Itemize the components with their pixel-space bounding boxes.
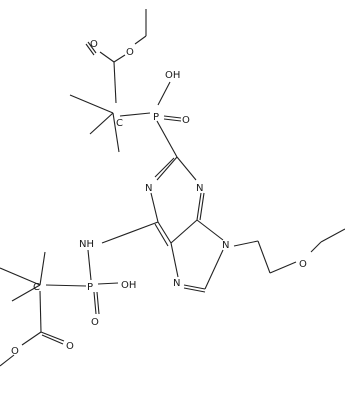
ring-c5-c4-bond [170,219,198,244]
o-ch3-bond [310,241,322,253]
upper-phosphonate-bonds [156,81,182,158]
lower-quat-methyl-left-bond [0,267,41,286]
lower-quat-carbon-bonds [0,251,46,333]
methyl-terminal-bond [320,228,345,243]
lower-p-quat-bond [45,284,87,287]
ch2-o-bond [269,261,297,274]
lower-ester-carbonyl-o: O [66,341,74,352]
upper-p-oh-bond [157,81,171,106]
ring-c2-n3-bond [176,156,197,181]
ring-c2-n1-bond [156,156,178,181]
upper-p-ring-bond [156,120,178,158]
upper-quat-carbon-bonds [69,94,151,153]
lower-p-o-bond-2 [96,291,100,315]
upper-ester-ether-o: O [126,47,134,58]
n9-ch2-bond [233,240,259,247]
upper-bond-co-quat [113,61,117,104]
ring-c5-n7-bond [170,242,179,278]
lower-p-o: O [91,317,99,328]
lower-phosphonate-bonds [45,282,119,315]
methoxyethyl-chain-bonds [233,228,345,274]
lower-ester-group [0,331,65,367]
nh-p-bond [87,249,92,281]
ring-n1-c6-bond [150,192,159,223]
upper-quat-p-bond [119,112,151,117]
lower-ester-c-o-bond [21,331,42,346]
ring-c2-n1-bond-dbl [154,157,175,178]
ring-n3-c4-bond [196,192,202,221]
ether-o: O [299,259,307,270]
upper-ester-bond-c-o [113,54,126,63]
nh-group: NH [79,239,94,250]
ring-n3-c4-bond-dbl [199,192,205,221]
ring-c6-nh-bond [101,221,159,244]
upper-ester-group [85,9,147,104]
lower-p-oh-bond [97,282,119,285]
purine-core-bonds [101,156,224,293]
upper-p: P [153,112,159,123]
ring-n7-c8-bond [183,284,206,290]
lower-quat-co-bond [39,290,42,333]
ring-n7-c8-bond-dbl [183,287,206,293]
upper-ester-bond-o-ring-2 [85,43,95,56]
lower-p-o-bond-1 [93,291,97,315]
upper-p-o: O [182,115,190,126]
upper-ester-bond-co [99,51,115,63]
upper-ester-bond-o-methyl [134,35,147,45]
upper-p-oh: OH [165,70,180,81]
ring-n9: N [222,240,229,251]
lower-p-oh: OH [121,280,136,291]
lower-ester-co-bond-1 [40,331,65,342]
ch2-ch2-bond [257,240,271,274]
lower-quat-methyl-lower-bond [11,284,41,302]
ring-c6-c5-bond [157,221,172,244]
upper-ester-carbonyl-o: O [90,39,98,50]
upper-quat-methyl-lower-bond [89,112,114,135]
ring-c4-n9-bond [196,219,224,241]
upper-p-o-bond-1 [163,115,182,119]
lower-quat-c: C [33,282,40,293]
ring-c6-c5-bond-dbl [154,223,169,247]
lower-p: P [87,282,93,293]
ring-n3: N [196,183,203,194]
lower-ester-methyl-bond [0,354,15,367]
upper-quat-c: C [116,118,123,129]
lower-ester-ether-o: O [11,346,19,357]
upper-p-o-bond-2 [163,118,182,122]
upper-quat-methyl-left-bond [69,94,114,114]
lower-quat-methyl-upper-bond [39,251,46,286]
upper-quat-methyl-right-bond [112,112,120,153]
ring-n7: N [173,278,180,289]
ring-c8-n9-bond [204,249,224,290]
lower-ester-co-bond-2 [41,334,64,345]
ring-n1: N [145,183,152,194]
upper-ester-bond-o-ring [87,41,97,54]
